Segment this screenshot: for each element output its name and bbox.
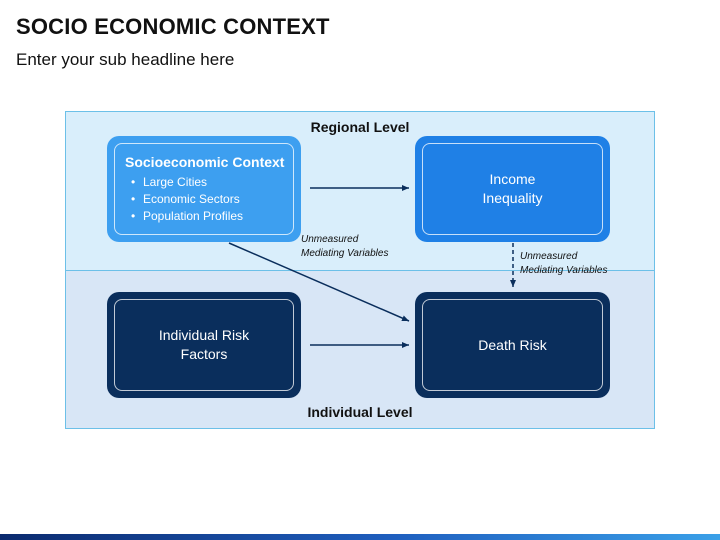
individual-level-label: Individual Level — [307, 404, 413, 420]
diagonal-note-line1: Unmeasured — [301, 234, 359, 245]
socioeconomic-context-inner: Socioeconomic Context Large Cities Econo… — [114, 143, 294, 235]
income-inequality-line2: Inequality — [482, 190, 543, 206]
diagonal-note-line2: Mediating Variables — [301, 248, 389, 259]
footer-accent-bar — [0, 534, 720, 540]
page-subtitle: Enter your sub headline here — [16, 50, 235, 69]
vertical-note-line2: Mediating Variables — [520, 265, 608, 276]
context-item-population-profiles: Population Profiles — [131, 208, 243, 225]
individual-risk-line2: Factors — [180, 346, 228, 362]
death-risk-inner: Death Risk — [422, 299, 603, 391]
individual-risk-factors-box: Individual Risk Factors — [107, 292, 301, 398]
page-title: SOCIO ECONOMIC CONTEXT — [16, 14, 330, 39]
context-item-large-cities: Large Cities — [131, 174, 243, 191]
income-inequality-inner: Income Inequality — [422, 143, 603, 235]
regional-level-label: Regional Level — [310, 119, 410, 135]
income-inequality-box: Income Inequality — [415, 136, 610, 242]
individual-risk-line1: Individual Risk — [158, 327, 250, 343]
diagonal-note: Unmeasured Mediating Variables — [301, 233, 388, 261]
individual-risk-factors-inner: Individual Risk Factors — [114, 299, 294, 391]
context-item-economic-sectors: Economic Sectors — [131, 191, 243, 208]
vertical-note: Unmeasured Mediating Variables — [520, 250, 607, 278]
socioeconomic-context-list: Large Cities Economic Sectors Population… — [125, 174, 243, 225]
socioeconomic-context-box: Socioeconomic Context Large Cities Econo… — [107, 136, 301, 242]
vertical-note-line1: Unmeasured — [520, 251, 578, 262]
death-risk-box: Death Risk — [415, 292, 610, 398]
income-inequality-line1: Income — [489, 171, 536, 187]
arrow-context-to-death — [228, 242, 410, 322]
death-risk-label: Death Risk — [478, 336, 547, 353]
socioeconomic-context-heading: Socioeconomic Context — [125, 154, 285, 170]
